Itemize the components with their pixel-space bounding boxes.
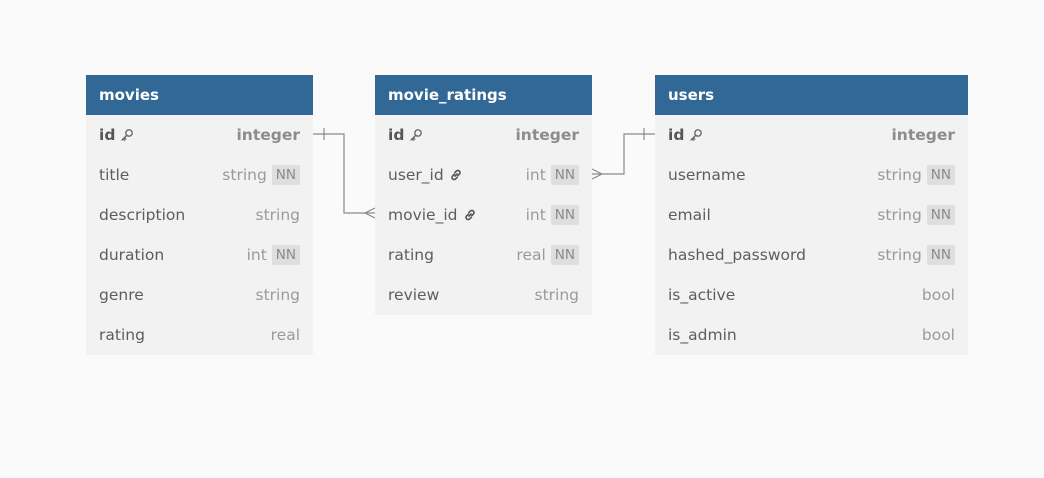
field-name: id [388, 126, 515, 144]
field-name: email [668, 206, 877, 224]
not-null-badge: NN [926, 165, 955, 185]
field-name-label: genre [99, 286, 144, 304]
field-name: is_admin [668, 326, 922, 344]
table-header: movie_ratings [375, 75, 592, 115]
field-type: int [246, 246, 267, 264]
field-row-rating[interactable]: rating real [86, 315, 313, 355]
not-null-badge: NN [550, 245, 579, 265]
field-type: string [877, 206, 922, 224]
field-name-label: review [388, 286, 440, 304]
many-marker [591, 168, 604, 180]
field-name: hashed_password [668, 246, 877, 264]
field-name-label: is_admin [668, 326, 737, 344]
field-type: int [525, 166, 546, 184]
table-header: movies [86, 75, 313, 115]
field-name-label: rating [99, 326, 145, 344]
field-type: integer [891, 126, 955, 144]
link-icon [449, 168, 463, 182]
field-name: review [388, 286, 535, 304]
field-name-label: is_active [668, 286, 736, 304]
field-row-id[interactable]: id integer [375, 115, 592, 155]
field-type: string [255, 206, 301, 224]
field-name: rating [99, 326, 271, 344]
field-type: integer [515, 126, 579, 144]
key-icon [409, 128, 423, 142]
field-type: real [516, 246, 546, 264]
field-name: description [99, 206, 256, 224]
field-type: string [877, 246, 922, 264]
field-name-label: hashed_password [668, 246, 806, 264]
not-null-badge: NN [271, 165, 300, 185]
field-name-label: movie_id [388, 206, 458, 224]
link-icon [463, 208, 477, 222]
field-row-description[interactable]: description string [86, 195, 313, 235]
not-null-badge: NN [926, 205, 955, 225]
field-type: bool [921, 286, 955, 304]
key-icon [689, 128, 703, 142]
many-marker [363, 207, 376, 219]
field-row-is-active[interactable]: is_active bool [655, 275, 968, 315]
field-name-label: id [99, 126, 116, 144]
field-name: user_id [388, 166, 526, 184]
field-name: is_active [668, 286, 922, 304]
field-row-is-admin[interactable]: is_admin bool [655, 315, 968, 355]
field-name: movie_id [388, 206, 526, 224]
table-header: users [655, 75, 968, 115]
field-name: username [668, 166, 877, 184]
relationship-users-movie-ratings[interactable] [591, 128, 655, 180]
field-type: integer [236, 126, 300, 144]
field-name-label: description [99, 206, 186, 224]
not-null-badge: NN [550, 165, 579, 185]
field-name-label: user_id [388, 166, 444, 184]
relationship-movies-movie-ratings[interactable] [313, 128, 376, 219]
field-type: string [222, 166, 267, 184]
field-name-label: id [388, 126, 405, 144]
not-null-badge: NN [271, 245, 300, 265]
field-name-label: duration [99, 246, 165, 264]
field-name-label: username [668, 166, 746, 184]
field-row-review[interactable]: review string [375, 275, 592, 315]
field-name-label: rating [388, 246, 434, 264]
not-null-badge: NN [550, 205, 579, 225]
key-icon [120, 128, 134, 142]
field-type: bool [921, 326, 955, 344]
field-type: int [525, 206, 546, 224]
field-name: duration [99, 246, 247, 264]
field-name: genre [99, 286, 256, 304]
field-name: rating [388, 246, 516, 264]
field-row-id[interactable]: id integer [655, 115, 968, 155]
field-name: id [668, 126, 891, 144]
field-name-label: id [668, 126, 685, 144]
field-name-label: email [668, 206, 711, 224]
field-type: string [255, 286, 301, 304]
field-type: string [877, 166, 922, 184]
field-name-label: title [99, 166, 130, 184]
field-name: id [99, 126, 236, 144]
field-row-genre[interactable]: genre string [86, 275, 313, 315]
field-type: string [534, 286, 580, 304]
not-null-badge: NN [926, 245, 955, 265]
field-row-id[interactable]: id integer [86, 115, 313, 155]
field-type: real [270, 326, 300, 344]
field-name: title [99, 166, 222, 184]
